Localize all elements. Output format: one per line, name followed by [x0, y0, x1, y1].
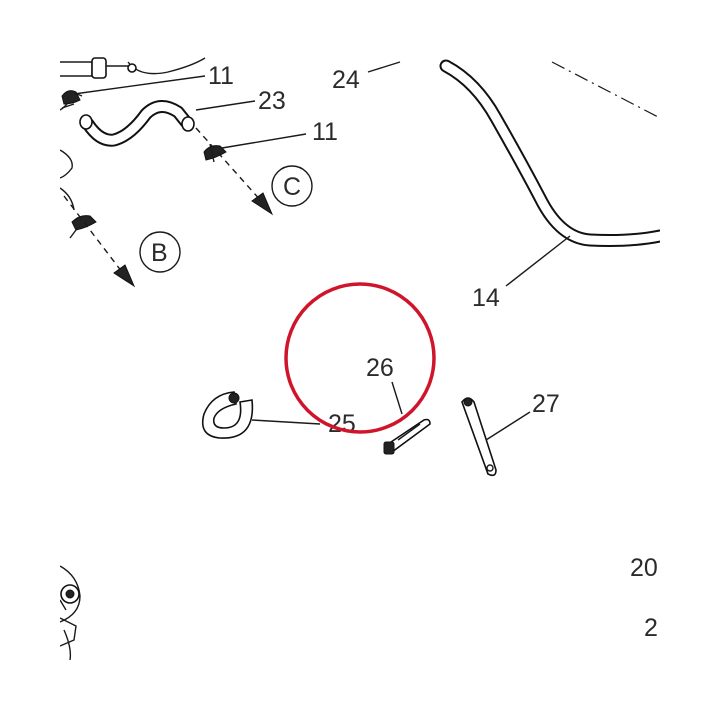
part-label-11-middle: 11 [312, 118, 338, 146]
part-label-2: 2 [644, 614, 658, 642]
pin-26 [383, 418, 431, 455]
leader-11-middle [221, 133, 307, 149]
leader-26 [391, 381, 403, 415]
reference-letter-c: C [283, 173, 301, 201]
leader-14 [505, 235, 571, 287]
part-label-27: 27 [532, 390, 560, 418]
direction-line-c [195, 127, 263, 203]
part-label-26: 26 [366, 354, 394, 382]
arrowhead-b [113, 264, 136, 288]
direction-line-b [63, 195, 123, 273]
highlight-circle [284, 282, 436, 434]
part-label-14: 14 [472, 284, 500, 312]
part-label-25: 25 [328, 410, 356, 438]
bottom-left-assembly [59, 565, 81, 661]
clip-11-middle [203, 143, 227, 163]
leader-24 [367, 61, 401, 73]
hose-23 [79, 100, 195, 147]
leader-27 [485, 411, 531, 441]
part-label-20: 20 [630, 554, 658, 582]
leader-23 [195, 100, 256, 111]
center-line [551, 61, 661, 119]
leader-11-upper [73, 75, 206, 95]
reference-circle-b [139, 231, 181, 273]
leader-25 [251, 419, 321, 425]
reference-circle-c [271, 165, 313, 207]
link-27 [461, 397, 497, 477]
clip-left [69, 215, 97, 239]
arrowhead-c [251, 192, 274, 216]
clamp-25 [201, 391, 254, 439]
part-label-24: 24 [332, 66, 360, 94]
reference-letter-b: B [151, 239, 168, 267]
hose-14 [439, 59, 667, 247]
part-label-11-upper: 11 [208, 62, 234, 90]
part-label-23: 23 [258, 87, 286, 115]
